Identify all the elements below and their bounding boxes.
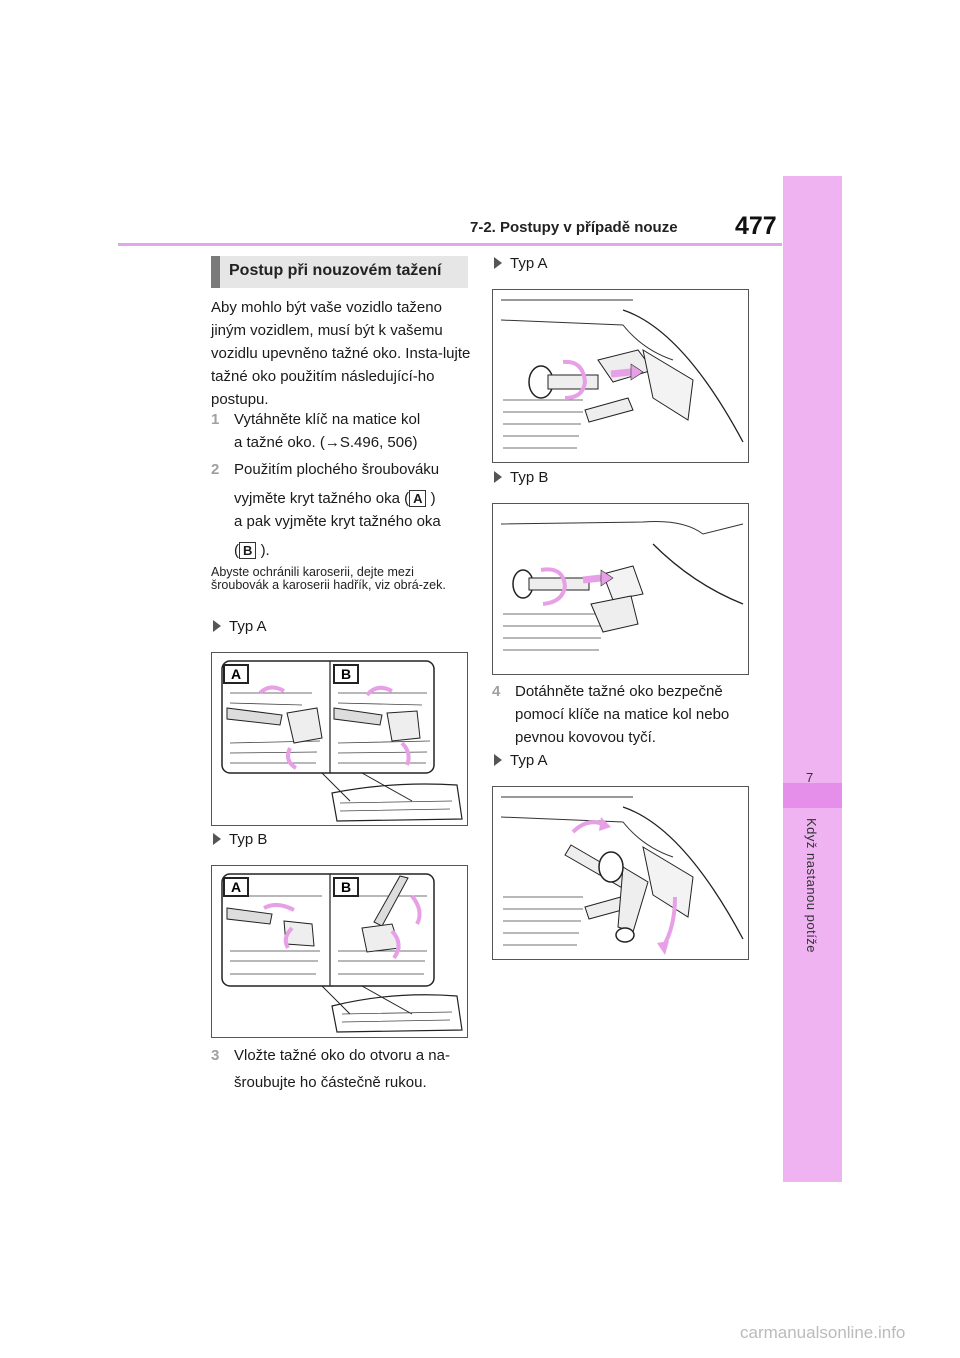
figure-typ-a-insert-eye: [492, 289, 749, 463]
step-text: a tažné oko. (→S.496, 506): [234, 434, 418, 451]
intro-paragraph: Aby mohlo být vaše vozidlo taženo jiným …: [211, 299, 471, 408]
car-bumper-illustration: [500, 796, 744, 955]
triangle-bullet-icon: [494, 471, 502, 483]
step-text-line: (B ).: [234, 539, 473, 562]
chapter-title: Když nastanou potíže: [804, 818, 819, 954]
type-label-text: Typ A: [229, 618, 267, 635]
type-b-label: Typ B: [213, 831, 267, 848]
type-a-label: Typ A: [213, 618, 267, 635]
step-text: Použitím plochého šroubováku: [234, 461, 440, 478]
step-text: Vložte tažné oko do otvoru a na-: [234, 1047, 450, 1064]
step-number: 3: [211, 1047, 220, 1064]
step-text-line: vyjměte kryt tažného oka (A ): [234, 487, 473, 510]
figure-label-b: B: [341, 879, 351, 895]
figure-typ-a-cover-removal: A B: [211, 652, 468, 826]
step-text: (: [234, 542, 239, 559]
type-label-text: Typ B: [229, 831, 268, 848]
step-text: vyjměte kryt tažného oka (: [234, 490, 410, 507]
step-number: 2: [211, 461, 220, 478]
step-text: Dotáhněte tažné oko bezpečně: [515, 683, 723, 700]
section-title: Postup při nouzovém tažení: [211, 256, 468, 288]
note-text: Abyste ochránili karoserii, dejte mezi š…: [211, 565, 446, 592]
type-label-text: Typ B: [510, 469, 549, 486]
type-a-label: Typ A: [494, 752, 548, 769]
watermark-text: carmanualsonline.info: [740, 1323, 906, 1342]
car-bumper-illustration: A B: [221, 660, 463, 822]
step-2: 2 Použitím plochého šroubováku vyjměte k…: [211, 458, 473, 562]
figure-label-a: A: [231, 666, 241, 682]
section-header: 7-2. Postupy v případě nouze: [470, 219, 678, 236]
label-a-box: A: [409, 490, 427, 507]
label-b-box: B: [239, 542, 257, 559]
type-label-text: Typ A: [510, 752, 548, 769]
figure-typ-b-cover-removal: A B: [211, 865, 468, 1038]
step-text: ): [430, 490, 436, 507]
step-text: pomocí klíče na matice kol nebo: [515, 706, 730, 723]
chapter-tab-marker: [783, 783, 842, 808]
step-number: 1: [211, 411, 220, 428]
page-number: 477: [735, 212, 777, 240]
figure-typ-a-tighten: [492, 786, 749, 960]
step-text: a pak vyjměte kryt tažného oka: [234, 513, 441, 530]
step-text: ).: [260, 542, 270, 559]
triangle-bullet-icon: [494, 257, 502, 269]
chapter-number: 7: [806, 770, 814, 785]
step-text: Vytáhněte klíč na matice kol: [234, 411, 421, 428]
figure-label-b: B: [341, 666, 351, 682]
type-a-label: Typ A: [494, 255, 548, 272]
triangle-bullet-icon: [213, 833, 221, 845]
type-label-text: Typ A: [510, 255, 548, 272]
car-bumper-illustration: [500, 521, 744, 651]
step-3: 3 Vložte tažné oko do otvoru a na- šroub…: [211, 1044, 473, 1094]
triangle-bullet-icon: [213, 620, 221, 632]
step-number: 4: [492, 683, 501, 700]
figure-typ-b-insert-eye: [492, 503, 749, 675]
header-divider: [118, 243, 782, 246]
step-text: pevnou kovovou tyčí.: [515, 729, 656, 746]
triangle-bullet-icon: [494, 754, 502, 766]
step-1: 1 Vytáhněte klíč na matice kol a tažné o…: [211, 408, 473, 454]
car-bumper-illustration: [500, 299, 744, 449]
step-text: šroubujte ho částečně rukou.: [234, 1074, 427, 1091]
figure-label-a: A: [231, 879, 241, 895]
step-4: 4 Dotáhněte tažné oko bezpečně pomocí kl…: [492, 680, 754, 749]
chapter-side-tab: [783, 176, 842, 1182]
type-b-label: Typ B: [494, 469, 548, 486]
car-bumper-illustration: A B: [221, 873, 463, 1033]
